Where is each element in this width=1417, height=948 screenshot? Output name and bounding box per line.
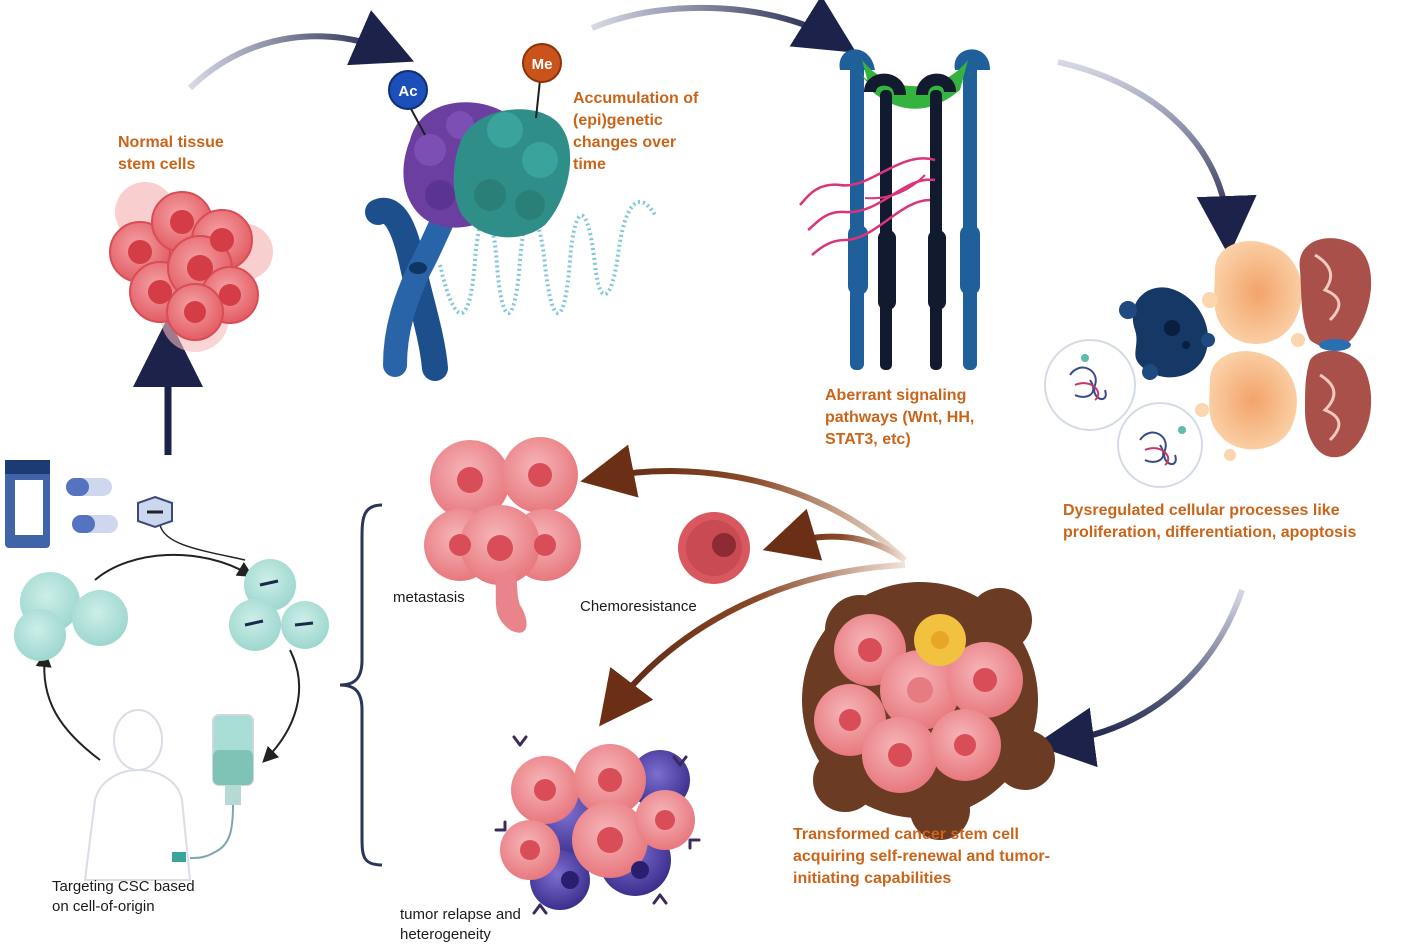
ac-label: Ac bbox=[398, 83, 417, 100]
accumulation-label: Accumulation of (epi)genetic changes ove… bbox=[573, 90, 699, 173]
patient-figure bbox=[83, 709, 192, 881]
cyan-cells-left bbox=[14, 572, 128, 661]
iv-bag bbox=[189, 714, 254, 859]
apoptotic-cell bbox=[1119, 287, 1215, 380]
targeting-csc-label: Targeting CSC based on cell-of-origin bbox=[52, 878, 195, 915]
acetyl-mark: Ac bbox=[388, 70, 428, 136]
proliferating-cells bbox=[1195, 241, 1305, 461]
transformed-csc-cluster bbox=[802, 582, 1055, 840]
metastasis-cluster bbox=[424, 437, 581, 633]
tumor-relapse-label: tumor relapse and heterogeneity bbox=[400, 906, 521, 943]
mitochondrion bbox=[1299, 238, 1372, 458]
chromosome bbox=[365, 193, 462, 381]
signaling-receptor bbox=[799, 49, 990, 370]
transformed-csc-label: Transformed cancer stem cell acquiring s… bbox=[793, 826, 1050, 887]
tumor-relapse-cluster bbox=[494, 735, 701, 915]
normal-tissue-label: Normal tissue stem cells bbox=[118, 134, 224, 173]
cyan-cells-right bbox=[229, 559, 329, 651]
capsules bbox=[66, 478, 118, 533]
differentiation-cells bbox=[1044, 339, 1203, 488]
virus-particle bbox=[137, 495, 173, 529]
histone-complex bbox=[403, 102, 571, 238]
normal-stem-cell-cluster bbox=[109, 182, 273, 352]
targeting-cycle-arrows bbox=[35, 524, 301, 763]
methyl-mark: Me bbox=[522, 43, 562, 119]
dysregulated-processes-label: Dysregulated cellular processes like pro… bbox=[1063, 502, 1357, 541]
arrow-signaling-to-dysregulated bbox=[1057, 59, 1257, 256]
aberrant-signaling-label: Aberrant signaling pathways (Wnt, HH, ST… bbox=[825, 387, 975, 448]
arrow-epigenetic-to-signaling bbox=[590, 0, 857, 53]
outcomes-brace bbox=[339, 503, 383, 867]
chemoresistance-label: Chemoresistance bbox=[580, 598, 697, 615]
me-label: Me bbox=[532, 56, 553, 73]
arrow-csc-to-outcomes bbox=[580, 444, 908, 727]
arrow-normal-to-epigenetic bbox=[187, 10, 415, 91]
arrow-dysregulated-to-transformed bbox=[1034, 589, 1245, 768]
metastasis-label: metastasis bbox=[393, 589, 465, 606]
chemoresistant-cell bbox=[678, 512, 750, 584]
collection-tube bbox=[5, 460, 50, 548]
